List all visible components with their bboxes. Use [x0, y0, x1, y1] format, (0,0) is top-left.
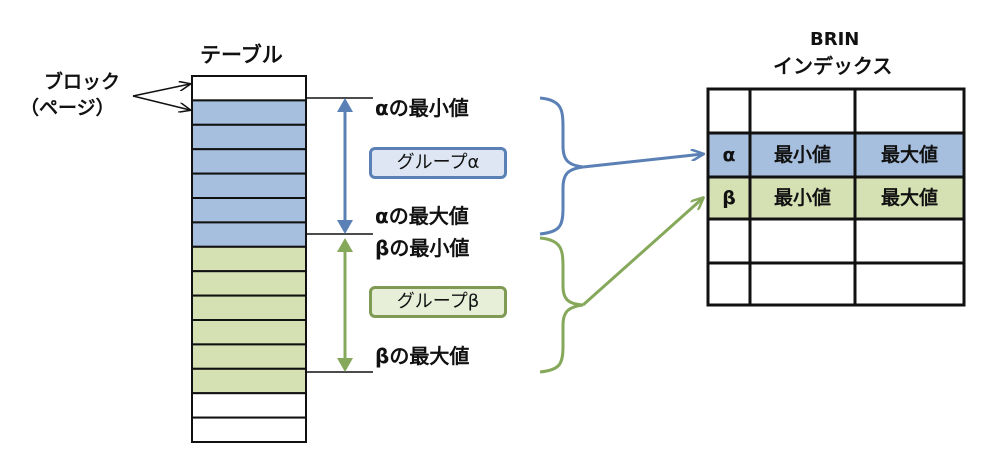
table-block-beta: [191, 343, 307, 370]
beta-to-index-arrow: [582, 198, 703, 307]
table-block-empty: [191, 392, 307, 419]
alpha-range-arrow: [337, 98, 353, 234]
table-block-empty: [191, 416, 307, 444]
table-block-beta: [191, 294, 307, 322]
brin-cell-min-beta: 最小値: [773, 187, 831, 209]
alpha-brace: [539, 96, 584, 236]
block-label: ブロック: [44, 71, 121, 93]
table-block-alpha: [191, 99, 307, 126]
table-block-alpha: [191, 148, 307, 175]
table-block-empty: [191, 75, 307, 102]
table-block-beta: [191, 367, 307, 395]
table-title: テーブル: [200, 43, 283, 67]
brin-cell-min-alpha: 最小値: [773, 144, 831, 166]
beta-range-arrow: [337, 238, 353, 372]
table-block-alpha: [191, 172, 307, 200]
brin-index-grid: [706, 87, 966, 307]
beta-min-label: βの最小値: [375, 236, 470, 260]
page-label: （ページ）: [20, 97, 115, 119]
alpha-to-index-arrow: [582, 154, 703, 169]
brin-title-line1: BRIN: [810, 29, 860, 50]
table-block-alpha: [191, 221, 307, 248]
table-block-beta: [191, 245, 307, 273]
table-block-beta: [191, 319, 307, 346]
group-beta-tag: グループβ: [369, 286, 507, 318]
brin-cell-key-beta: β: [722, 187, 736, 209]
brin-cell-max-beta: 最大値: [880, 187, 938, 209]
group-alpha-tag: グループα: [369, 147, 507, 179]
table-block-beta: [191, 270, 307, 297]
brin-title-line2: インデックス: [773, 54, 893, 78]
brin-cell-key-alpha: α: [722, 144, 736, 166]
alpha-min-label: αの最小値: [375, 96, 469, 120]
table-block-alpha: [191, 197, 307, 224]
brin-cell-max-alpha: 最大値: [880, 144, 938, 166]
block-pointer-arrow: [132, 84, 190, 97]
beta-brace: [539, 236, 584, 374]
table-block-alpha: [191, 123, 307, 151]
page-pointer-arrow: [132, 95, 190, 110]
table-blocks: [191, 75, 307, 444]
alpha-max-label: αの最大値: [375, 204, 469, 228]
beta-max-label: βの最大値: [375, 344, 470, 368]
